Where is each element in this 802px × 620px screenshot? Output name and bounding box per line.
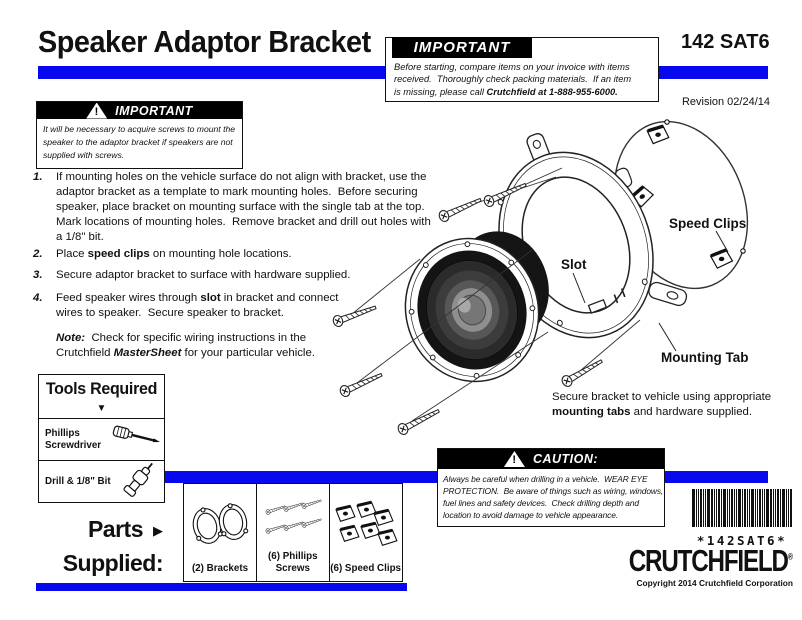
bracket-slot [587, 298, 608, 314]
invoice-important-text: Before starting, compare items on your i… [394, 62, 632, 97]
caution-box: ! CAUTION: Always be careful when drilli… [437, 448, 665, 528]
barcode-bars [692, 489, 792, 527]
speaker-illustration [404, 231, 549, 383]
parts-supplied-row: (2) Brackets (6) Phillips Screws [183, 483, 403, 582]
step-2: 2. Place speed clips on mounting hole lo… [33, 248, 292, 260]
speed-clips-icon [334, 484, 398, 563]
screws-icon [262, 484, 324, 551]
trademark-symbol: ® [787, 551, 793, 562]
crutchfield-logo: CRUTCHFIELD® [628, 543, 793, 578]
tool-label: Phillips Screwdriver [45, 427, 102, 451]
step-3: 3. Secure adaptor bracket to surface wit… [33, 269, 351, 281]
part-cell-screws: (6) Phillips Screws [255, 483, 330, 582]
drill-icon [119, 459, 164, 504]
part-label: (6) Speed Clips [330, 563, 402, 574]
brackets-icon [188, 484, 252, 563]
screws-important-box: ! IMPORTANT It will be necessary to acqu… [36, 101, 243, 169]
slot-label: Slot [561, 257, 587, 272]
part-label: (6) Phillips Screws [268, 551, 318, 574]
caution-header: ! CAUTION: [438, 449, 664, 469]
part-cell-speed-clips: (6) Speed Clips [328, 483, 403, 582]
mounting-tab-label: Mounting Tab [661, 350, 749, 365]
important-label: IMPORTANT [413, 39, 511, 56]
important-label: IMPORTANT [115, 103, 193, 118]
page-title: Speaker Adaptor Bracket [38, 24, 371, 59]
barcode-text: *142SAT6* [696, 533, 788, 548]
bottom-accent-bar [36, 583, 407, 591]
chevron-down-icon: ▼ [96, 403, 107, 414]
parts-supplied-label: Parts▶ Supplied: [62, 516, 164, 576]
important-header: IMPORTANT [392, 37, 532, 58]
tool-label: Drill & 1/8" Bit [45, 475, 111, 487]
bracket-mounting-tab [648, 281, 688, 307]
invoice-important-box: IMPORTANT Before starting, compare items… [385, 37, 659, 102]
tool-row-screwdriver: Phillips Screwdriver [39, 418, 164, 460]
assembly-leader-lines [351, 167, 641, 422]
screwdriver-icon [111, 422, 164, 457]
revision-date: Revision 02/24/14 [681, 96, 770, 108]
screws-important-text: It will be necessary to acquire screws t… [43, 124, 236, 160]
important-header: ! IMPORTANT [37, 102, 242, 119]
screw-glyphs [264, 497, 322, 534]
caution-label: CAUTION: [532, 452, 599, 466]
warning-icon: ! [503, 451, 525, 467]
product-code: 142 SAT6 [681, 31, 770, 53]
caution-text: Always be careful when drilling in a veh… [443, 474, 664, 521]
step-4: 4. Feed speaker wires through slot in br… [33, 292, 339, 320]
right-arrow-icon: ▶ [153, 523, 163, 538]
tools-required-box: Tools Required ▼ Phillips Screwdriver Dr… [38, 374, 165, 503]
copyright-line: Copyright 2014 Crutchfield Corporation [636, 578, 793, 588]
label-leader-lines [572, 230, 729, 352]
part-cell-brackets: (2) Brackets [183, 483, 257, 582]
tools-title: Tools Required [45, 380, 158, 398]
step-1: 1. If mounting holes on the vehicle surf… [33, 171, 431, 244]
warning-icon: ! [86, 102, 108, 119]
part-label: (2) Brackets [191, 563, 249, 574]
tool-row-drill: Drill & 1/8" Bit [39, 460, 164, 502]
barcode: *142SAT6* [692, 489, 792, 548]
note: Note: Check for specific wiring instruct… [56, 332, 315, 360]
speed-clips-label: Speed Clips [669, 216, 747, 231]
secure-bracket-note: Secure bracket to vehicle using appropri… [552, 391, 772, 418]
